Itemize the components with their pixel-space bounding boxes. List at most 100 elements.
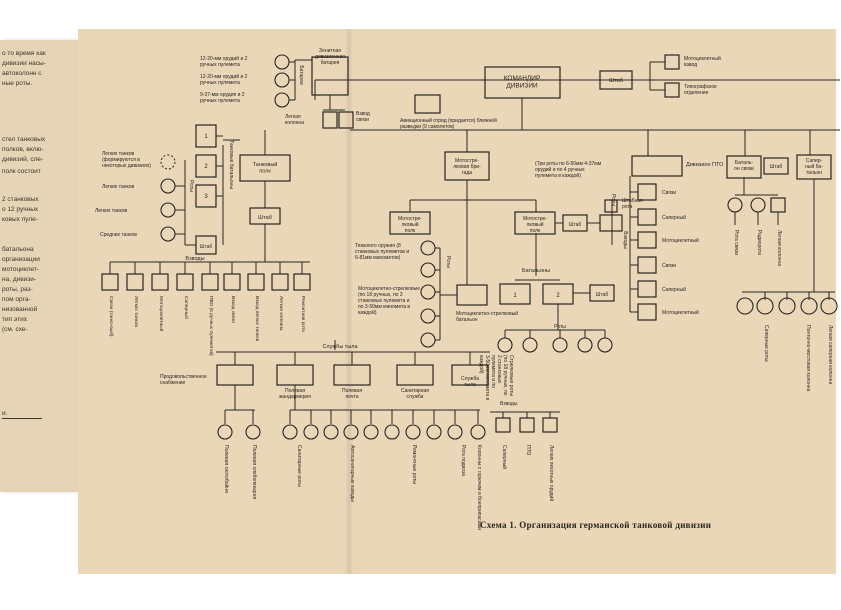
pto-platoon-label: Мотоциклетный — [662, 309, 699, 316]
platoon-label: Ремонтная рота — [300, 296, 306, 332]
chart-caption: Схема 1. Организация германской танковой… — [480, 520, 712, 530]
left-page-line: дивизии насы- — [2, 60, 46, 67]
moto-companies-label: Мотоциклетно-стрелковые(по 18 ручных, по… — [358, 286, 420, 316]
tank-staff-label: Штаб — [200, 244, 213, 250]
platoon-label: Взвод легких танков — [254, 296, 260, 342]
left-page-line: о то время как — [2, 50, 46, 57]
company-circle — [217, 424, 233, 440]
signal-unit-label: Радиорота — [756, 230, 762, 255]
company-circle — [522, 337, 538, 353]
sapper-unit-label: Понтонно-мостовая колонна — [805, 325, 811, 392]
bn-label: 2 — [556, 293, 560, 299]
tank-light-label: Легких танков — [102, 184, 135, 190]
pto-platoon-label: Саперный — [662, 286, 686, 293]
company-circle — [160, 202, 176, 218]
platoon-box — [101, 273, 119, 291]
pto-platoon-label: Связи — [662, 190, 676, 196]
pto-division-box — [631, 155, 683, 177]
company-circle — [426, 424, 442, 440]
pto-platoon-label: Связи — [662, 263, 676, 269]
aa-comm-box — [338, 111, 354, 129]
bottom-vertical-label: Полевая хлебопекарня — [251, 445, 257, 499]
platoon-label: Связи (танко-вый) — [108, 296, 115, 337]
company-circle — [470, 424, 486, 440]
platoon-box — [293, 273, 311, 291]
heavy-roty-label: Роты — [554, 324, 566, 330]
left-page-line: полков, вклю- — [2, 146, 44, 153]
tank-bn-num: 2 — [204, 164, 208, 170]
tank-battalions-label: Танковые батальоны — [228, 140, 234, 189]
vzvody-label: Взводы — [185, 256, 204, 262]
tank-bn-num: 3 — [204, 194, 208, 200]
signal-unit-label: Легкая колонна — [776, 230, 782, 266]
rear-unit-box — [276, 364, 314, 386]
aa-side-label: Батареи — [298, 65, 304, 85]
left-page-line: ные роты. — [2, 80, 33, 87]
optional-company-circle — [160, 154, 176, 170]
pto-vzvody-label: Взводы — [622, 231, 628, 249]
rear-platoon-box — [542, 417, 558, 433]
company-circle — [384, 424, 400, 440]
platoon-label: Легкая колонна — [278, 296, 284, 331]
company-circle — [577, 337, 593, 353]
pto-platoon-label: Саперный — [662, 214, 686, 221]
company-circle — [343, 424, 359, 440]
signal-staff-box — [763, 157, 789, 175]
sapper-unit-label: Легкая саперная колонна — [827, 325, 833, 384]
sapper-unit-label: Саперные роты — [763, 325, 769, 362]
rear-platoon-box — [495, 417, 511, 433]
company-circle — [274, 54, 290, 70]
rear-unit-box — [396, 364, 434, 386]
company-circle — [736, 297, 754, 315]
signal-unit-box — [770, 197, 786, 213]
bn-staff-label: Штаб — [596, 292, 609, 298]
company-circle — [420, 262, 436, 278]
rear-unit-box — [333, 364, 371, 386]
aa-column-box — [322, 111, 338, 129]
tank-medium-label: Средних танков — [100, 232, 137, 238]
left-page-line: полк состоит — [2, 168, 41, 175]
platoon-label: Саперный — [183, 296, 190, 319]
battalions-label: Батальоны — [522, 268, 550, 274]
tank-staff-label: Штаб — [258, 215, 272, 221]
company-circle — [274, 92, 290, 108]
left-page-line: стел танковых — [2, 136, 46, 143]
left-page-line: на, дивизи- — [2, 276, 37, 283]
signal-unit-label: Рота связи — [733, 230, 739, 255]
tank-light-label: Легких танков — [95, 208, 128, 214]
company-circle — [420, 332, 436, 348]
pto-platoon-box — [637, 303, 657, 321]
left-page-line: мотоциклет- — [2, 266, 40, 273]
bottom-vertical-label: Саперный — [501, 445, 508, 469]
company-circle — [160, 226, 176, 242]
left-page-line: тип этих — [2, 316, 27, 323]
page-fold — [345, 29, 353, 574]
rear-vzvody-label: Взводы — [500, 401, 518, 407]
left-page-line: организации — [2, 256, 40, 263]
left-page-line: дивизий, сле- — [2, 156, 44, 163]
company-circle — [245, 424, 261, 440]
platoon-label: ПВО (6 ручных пулеметов) — [208, 296, 214, 356]
platoon-box — [201, 273, 219, 291]
company-circle — [323, 424, 339, 440]
tank-bn-num: 1 — [204, 134, 208, 140]
company-circle — [552, 337, 568, 353]
motor-staff-label: Штаб — [569, 222, 582, 228]
rifle-companies-label: Стрелковые роты(по 18 ручных, по2 станко… — [478, 355, 514, 401]
